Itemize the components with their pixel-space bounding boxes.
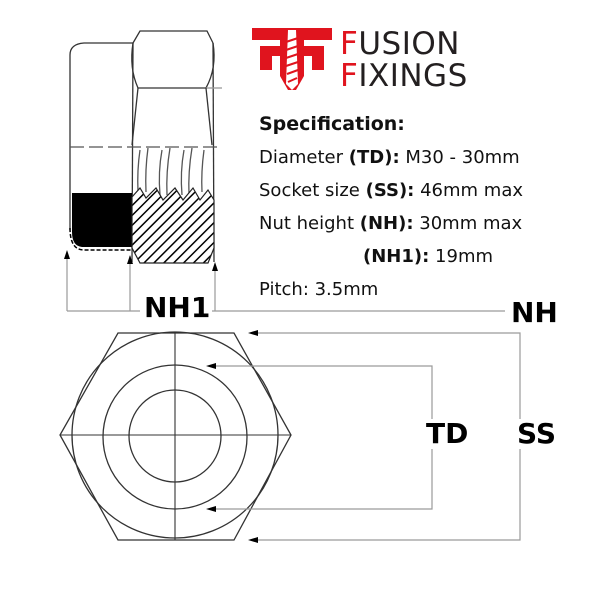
td-ss-dimension-lines: [212, 332, 521, 541]
nylon-insert: [72, 193, 132, 247]
label-nh: NH: [509, 296, 560, 329]
hex-body-top: [132, 30, 214, 44]
spec-row-diameter: Diameter (TD): M30 - 30mm: [259, 147, 520, 168]
brand-line-2: FIXINGS: [340, 58, 468, 94]
spec-row-socket-size: Socket size (SS): 46mm max: [259, 180, 524, 201]
front-view: [59, 331, 292, 541]
hatched-section: [131, 186, 215, 264]
label-nh1: NH1: [142, 291, 213, 324]
brand-line-1: FUSION: [340, 26, 460, 62]
spec-row-nh1: (NH1): 19mm: [363, 246, 494, 267]
ff-screw-logo-icon: [252, 28, 332, 90]
label-ss: SS: [515, 417, 559, 450]
collar-outline: [69, 42, 133, 150]
spec-row-nut-height: Nut height (NH): 30mm max: [259, 213, 523, 234]
specification-block: Specification: Diameter (TD): M30 - 30mm…: [259, 108, 523, 306]
brand-name: FUSION FIXINGS: [340, 28, 468, 92]
spec-row-pitch: Pitch: 3.5mm: [259, 279, 379, 300]
spec-title: Specification:: [259, 113, 405, 135]
nh-dimension-lines: [66, 253, 505, 312]
label-td: TD: [424, 417, 471, 450]
side-view: [69, 30, 222, 263]
